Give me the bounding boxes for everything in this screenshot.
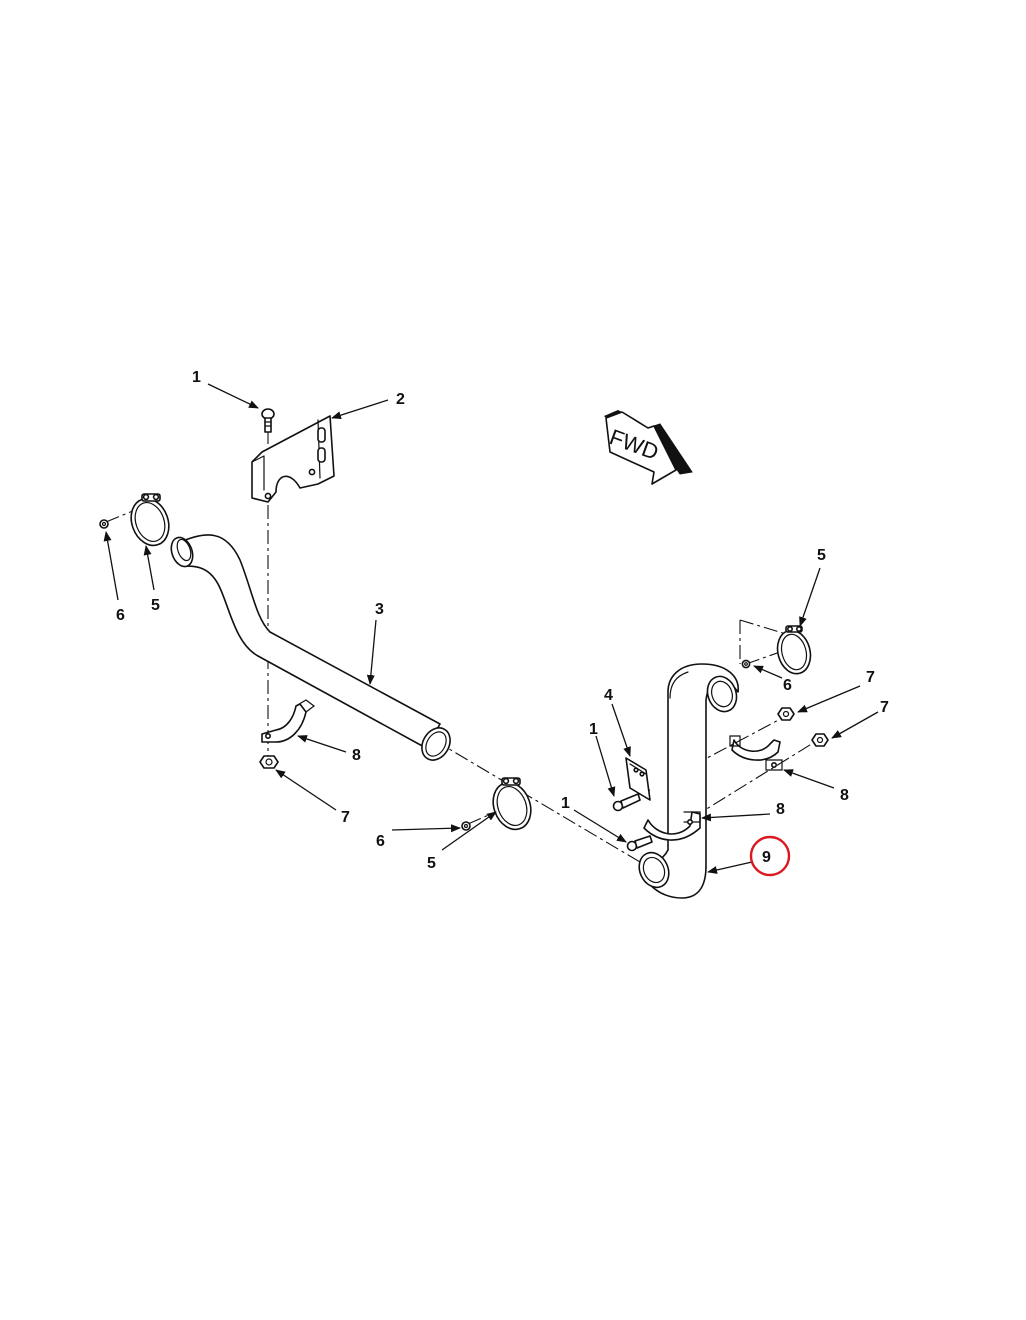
callout-5-right: 5 xyxy=(817,547,826,564)
callout-8-right-b: 8 xyxy=(776,801,785,818)
callout-9: 9 xyxy=(762,849,771,866)
callout-1-low: 1 xyxy=(561,795,570,812)
callout-6-right: 6 xyxy=(783,677,792,694)
bracket-2 xyxy=(251,415,335,503)
callout-7-left: 7 xyxy=(341,809,350,826)
highlight-circle xyxy=(749,835,791,877)
pipe-9 xyxy=(638,663,739,899)
nut-7-right-b xyxy=(811,733,829,747)
callout-7-right-b: 7 xyxy=(880,699,889,716)
callout-3: 3 xyxy=(375,601,384,618)
strap-8-right-lower xyxy=(643,811,701,841)
callout-7-right-a: 7 xyxy=(866,669,875,686)
bolt-1-low xyxy=(626,835,653,852)
callout-1-top: 1 xyxy=(192,369,201,386)
callout-4: 4 xyxy=(604,687,613,704)
nut-6-mid xyxy=(461,821,471,831)
leader-lines xyxy=(103,383,879,874)
nut-6-left xyxy=(99,519,109,529)
strap-8-right-upper xyxy=(729,735,783,771)
fwd-arrow: FWD xyxy=(604,410,693,485)
bracket-4 xyxy=(625,757,651,801)
callout-2: 2 xyxy=(396,391,405,408)
bolt-1-top xyxy=(261,408,275,433)
pipe-3 xyxy=(170,534,451,761)
clamp-5-right xyxy=(776,625,812,675)
callout-6-left: 6 xyxy=(116,607,125,624)
strap-8-left xyxy=(261,699,315,743)
callout-8-left: 8 xyxy=(352,747,361,764)
callout-6-mid: 6 xyxy=(376,833,385,850)
nut-7-left xyxy=(259,755,279,769)
callout-8-right-a: 8 xyxy=(840,787,849,804)
callout-5-left: 5 xyxy=(151,597,160,614)
clamp-5-left xyxy=(130,493,170,547)
callout-1-mid: 1 xyxy=(589,721,598,738)
bolt-1-mid xyxy=(612,793,641,812)
assembly-centerlines xyxy=(105,430,819,863)
clamp-5-mid xyxy=(492,777,532,831)
callout-5-mid: 5 xyxy=(427,855,436,872)
nut-7-right-a xyxy=(777,707,795,721)
callout-labels: 1 2 3 5 6 8 7 6 5 4 1 1 5 6 7 7 8 8 9 xyxy=(116,369,889,872)
nut-6-right xyxy=(741,659,751,669)
